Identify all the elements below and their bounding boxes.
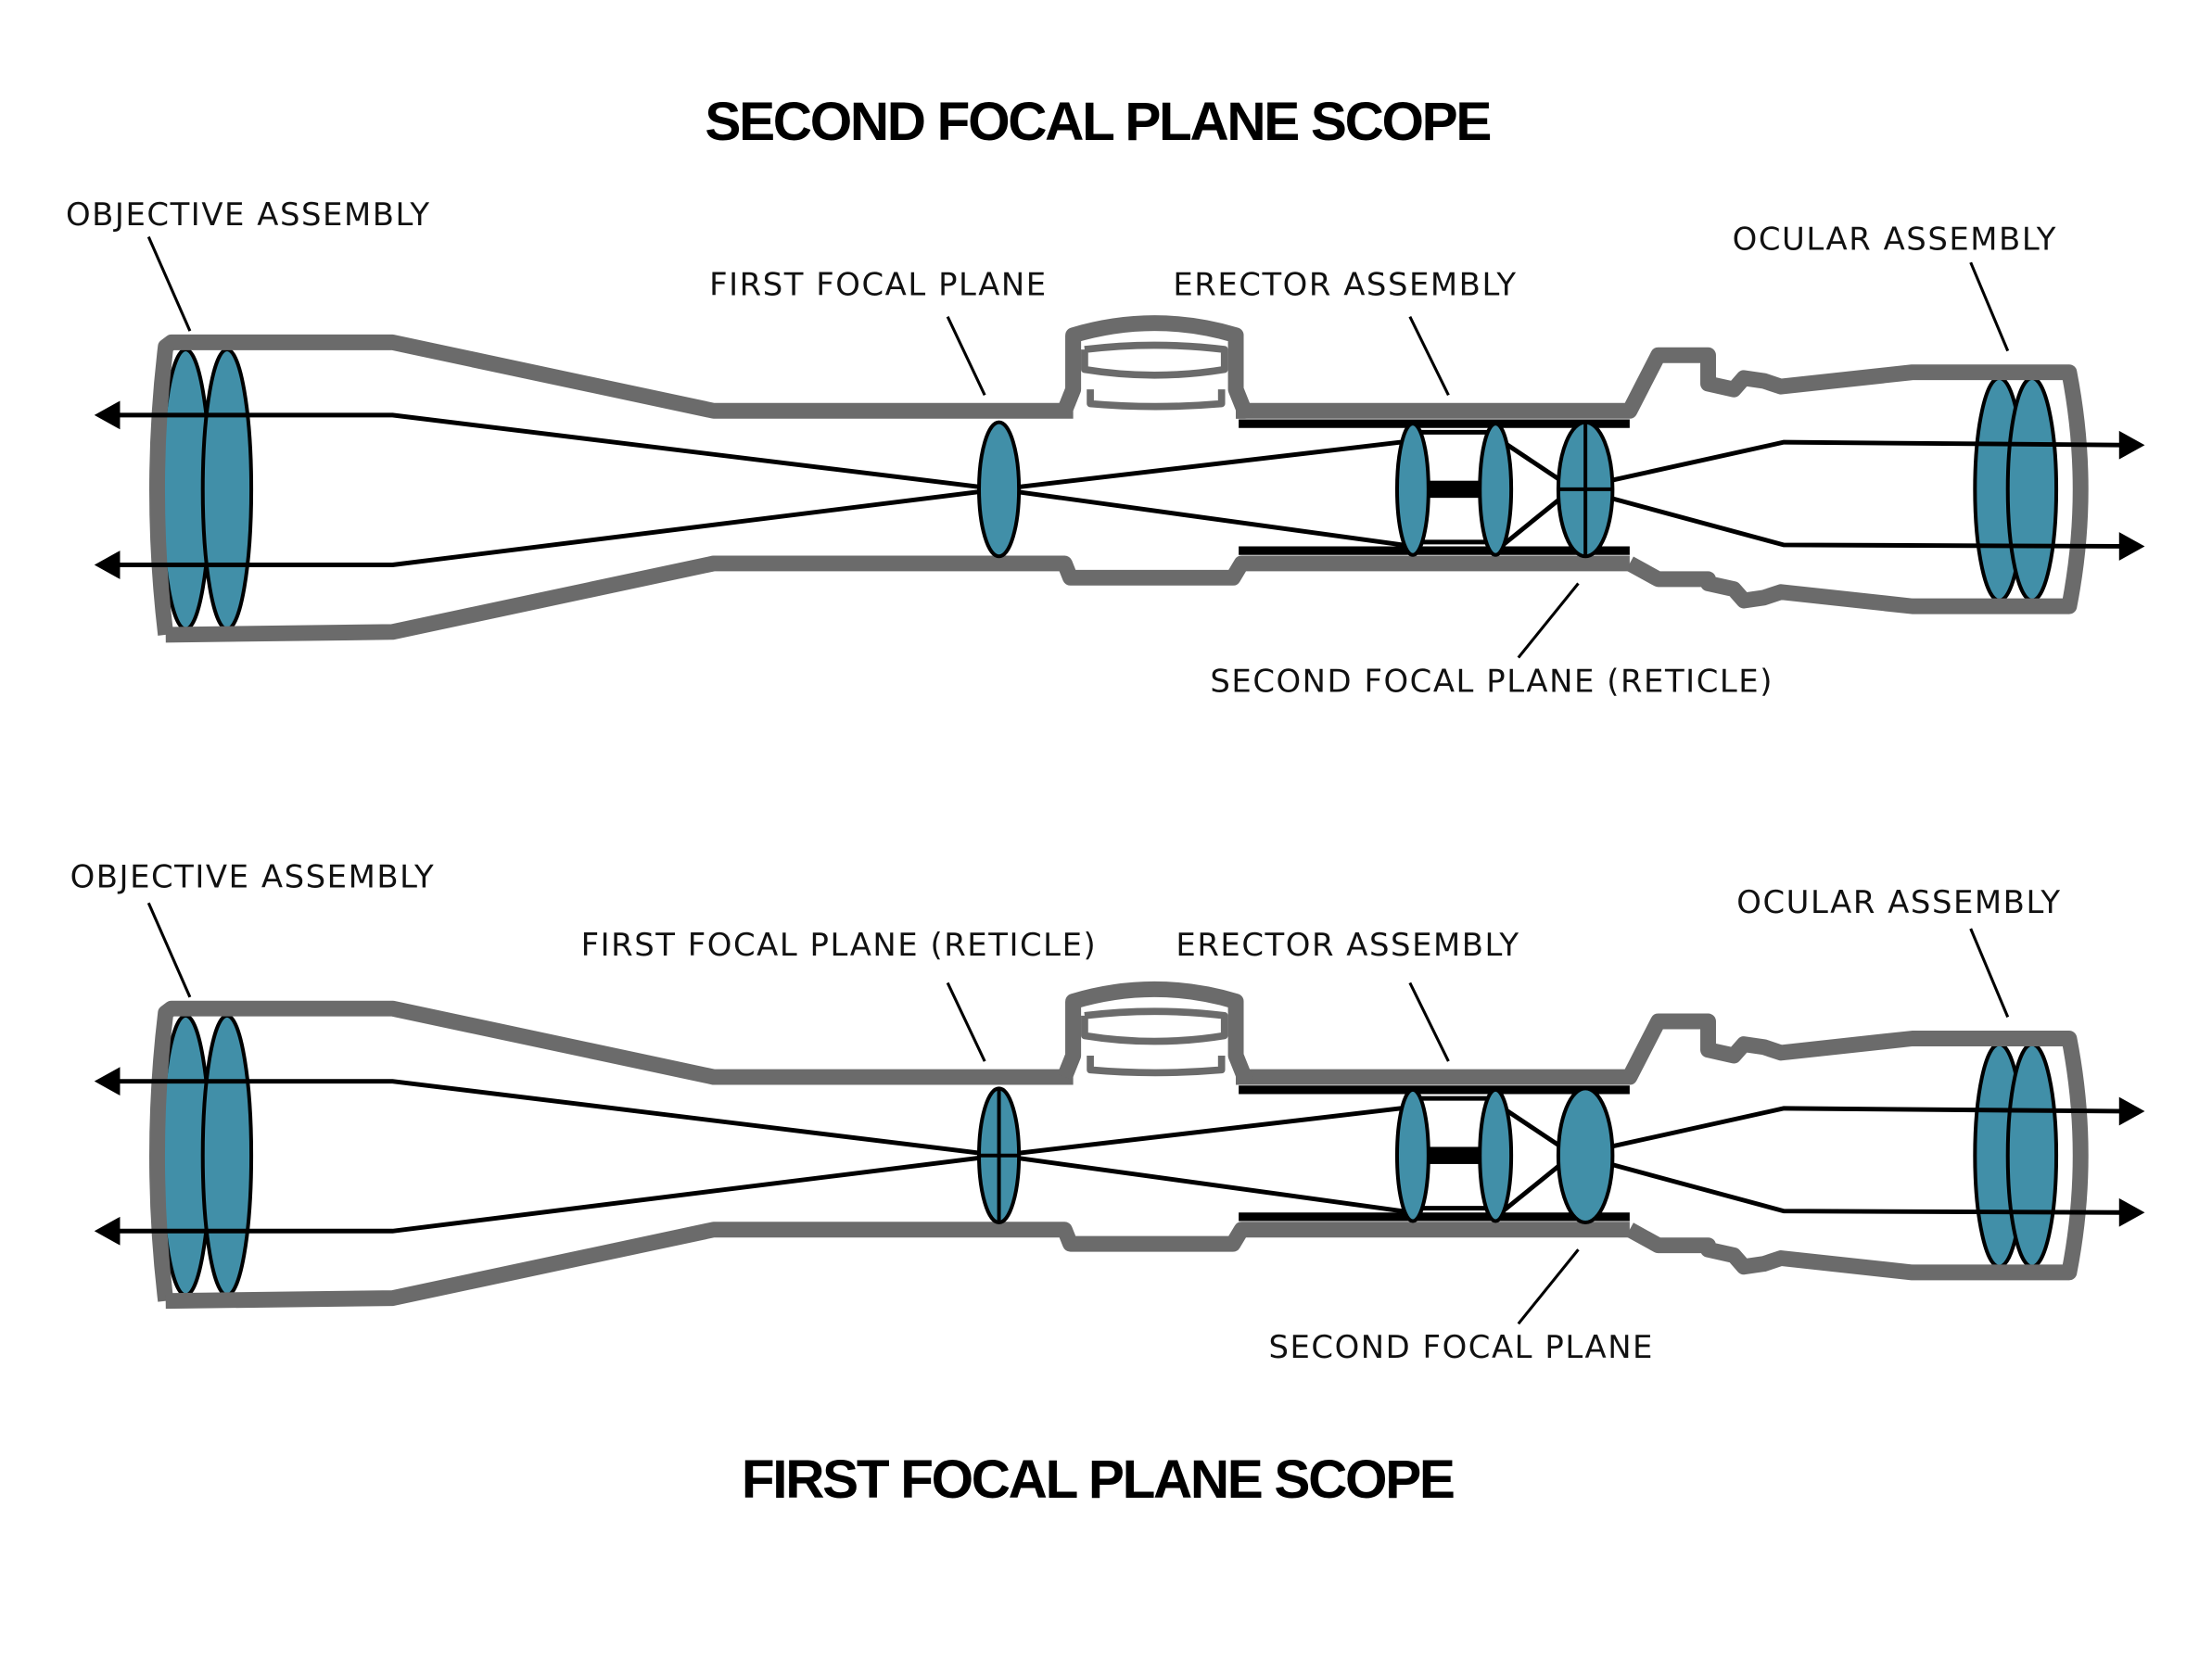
turret: [1057, 315, 1252, 419]
turret-cap: [1081, 341, 1228, 379]
sfp-ocular-label: OCULAR ASSEMBLY: [1733, 221, 2057, 257]
sfp-second-focal-label: SECOND FOCAL PLANE (RETICLE): [1210, 663, 1773, 699]
ocular-lens: [2005, 375, 2059, 602]
light-ray: [1499, 1162, 1563, 1215]
objective-lens: [200, 1013, 254, 1298]
ffp-objective-label: OBJECTIVE ASSEMBLY: [70, 858, 436, 894]
ocular-leader: [1969, 261, 2010, 352]
erector-rod: [1421, 1146, 1487, 1164]
scope-body-bottom: [165, 1222, 1630, 1310]
light-ray: [1608, 439, 2127, 484]
arrow-head-left: [94, 400, 121, 430]
erector-leader: [1408, 316, 1450, 397]
light-ray: [1499, 496, 1563, 549]
second-focal-plane-lens: [1556, 1086, 1615, 1225]
arrow-head-right: [2118, 1197, 2145, 1227]
erector-lens: [1394, 422, 1430, 557]
light-ray: [1608, 1106, 2127, 1149]
sfp-objective-label: OBJECTIVE ASSEMBLY: [66, 196, 431, 233]
ffp-title: FIRST FOCAL PLANE SCOPE: [742, 1450, 1454, 1510]
light-ray: [107, 1079, 1414, 1215]
first-focal-leader: [946, 316, 986, 396]
light-ray: [107, 1104, 1414, 1234]
light-ray: [1608, 495, 2127, 549]
turret: [1057, 981, 1252, 1085]
scope-body-ocular: [1236, 347, 2089, 614]
ffp-second-focal-label: SECOND FOCAL PLANE: [1268, 1329, 1654, 1365]
light-ray: [1608, 1161, 2127, 1215]
objective-lens: [200, 348, 254, 631]
turret-base: [1087, 1055, 1226, 1077]
turret-cap: [1081, 1007, 1228, 1045]
ffp-erector-label: ERECTOR ASSEMBLY: [1176, 927, 1519, 963]
light-ray: [107, 412, 1414, 549]
sfp-first-focal-label: FIRST FOCAL PLANE: [709, 267, 1048, 303]
sfp-erector-label: ERECTOR ASSEMBLY: [1173, 267, 1517, 303]
arrow-head-left: [94, 1067, 121, 1096]
erector-lens: [1478, 1087, 1514, 1223]
arrow-head-right: [2118, 532, 2145, 561]
scope-body-bottom: [165, 555, 1630, 643]
objective-leader: [146, 235, 192, 332]
erector-lens: [1478, 422, 1514, 557]
arrow-head-left: [94, 551, 121, 579]
ffp-first-focal-label: FIRST FOCAL PLANE (RETICLE): [581, 927, 1098, 963]
second-focal-leader: [1517, 582, 1580, 659]
second-focal-leader: [1517, 1248, 1580, 1325]
turret-base: [1087, 389, 1226, 411]
light-ray: [107, 438, 1414, 567]
light-ray: [1499, 438, 1563, 483]
arrow-head-left: [94, 1216, 121, 1246]
ocular-lens: [2005, 1042, 2059, 1269]
first-focal-plane-lens: [977, 420, 1022, 559]
ffp-scope: OBJECTIVE ASSEMBLY FIRST FOCAL PLANE (RE…: [70, 858, 2145, 1365]
objective-leader: [146, 902, 192, 998]
sfp-title: SECOND FOCAL PLANE SCOPE: [705, 92, 1490, 152]
arrow-head-right: [2118, 1096, 2145, 1126]
scope-body-group: [94, 902, 2145, 1325]
erector-lens: [1394, 1087, 1430, 1223]
arrow-head-right: [2118, 430, 2145, 460]
ffp-ocular-label: OCULAR ASSEMBLY: [1736, 884, 2061, 920]
first-focal-leader: [946, 981, 986, 1062]
erector-leader: [1408, 981, 1450, 1062]
ocular-leader: [1969, 928, 2010, 1018]
scope-body-ocular: [1236, 1013, 2089, 1281]
scope-body-group: [94, 235, 2145, 659]
light-ray: [1499, 1105, 1563, 1149]
erector-rod: [1421, 480, 1487, 499]
sfp-scope: OBJECTIVE ASSEMBLY FIRST FOCAL PLANE ERE…: [66, 196, 2145, 699]
